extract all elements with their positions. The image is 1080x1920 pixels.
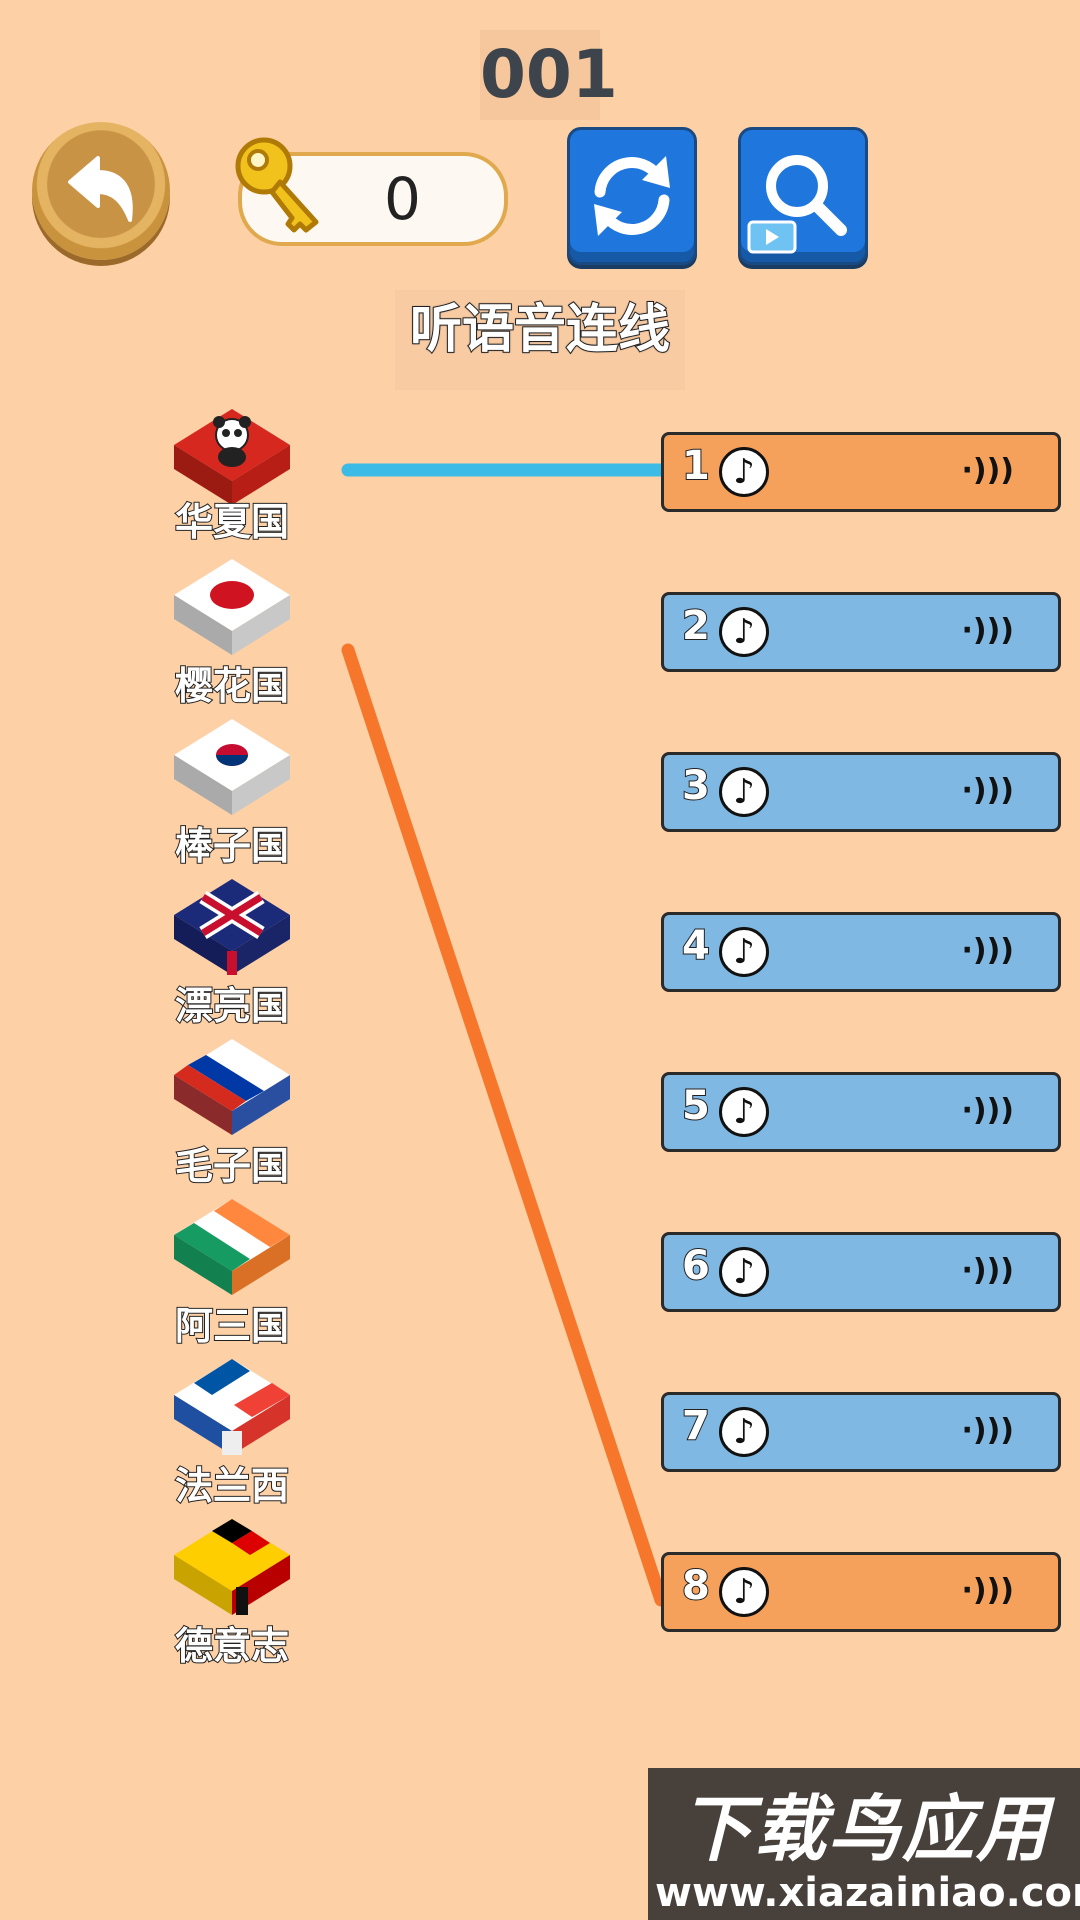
slot-number: 2	[681, 602, 711, 650]
music-note-icon: ♪	[719, 927, 769, 977]
japan-flag-icon	[174, 559, 290, 655]
country-item[interactable]: 毛子国	[170, 1035, 294, 1189]
country-label: 漂亮国	[174, 983, 290, 1029]
country-item[interactable]: 阿三国	[170, 1195, 294, 1349]
sound-slot[interactable]: 7 ♪ ·)))	[661, 1392, 1061, 1472]
back-arrow-icon	[68, 156, 133, 222]
france-flag-icon	[174, 1359, 290, 1455]
country-label: 阿三国	[174, 1303, 290, 1349]
country-item[interactable]: 棒子国	[170, 715, 294, 869]
sound-slot[interactable]: 2 ♪ ·)))	[661, 592, 1061, 672]
watermark-banner	[648, 1768, 1080, 1920]
slot-number: 6	[681, 1242, 711, 1290]
slot-number: 7	[681, 1402, 711, 1450]
slot-number: 3	[681, 762, 711, 810]
sound-slot[interactable]: 3 ♪ ·)))	[661, 752, 1061, 832]
speaker-icon[interactable]: ·)))	[961, 1253, 1014, 1288]
country-label: 毛子国	[174, 1143, 290, 1189]
slot-number: 8	[681, 1562, 711, 1610]
country-item[interactable]: 德意志	[170, 1515, 294, 1669]
slot-number: 4	[681, 922, 711, 970]
music-note-icon: ♪	[719, 447, 769, 497]
country-item[interactable]: 樱花国	[170, 555, 294, 709]
key-count: 0	[384, 165, 421, 233]
instruction-title: 听语音连线	[395, 290, 685, 390]
search-icon	[747, 155, 847, 254]
refresh-icon	[594, 156, 670, 236]
sound-slot[interactable]: 5 ♪ ·)))	[661, 1072, 1061, 1152]
country-label: 华夏国	[174, 499, 290, 545]
country-label: 樱花国	[174, 663, 290, 709]
watermark-title: 下载鸟应用	[679, 1787, 1050, 1871]
sound-slot[interactable]: 6 ♪ ·)))	[661, 1232, 1061, 1312]
refresh-button[interactable]	[567, 127, 697, 265]
music-note-icon: ♪	[719, 1567, 769, 1617]
panda-flag-icon	[174, 409, 290, 505]
speaker-icon[interactable]: ·)))	[961, 773, 1014, 808]
sound-slot[interactable]: 4 ♪ ·)))	[661, 912, 1061, 992]
speaker-icon[interactable]: ·)))	[961, 613, 1014, 648]
hint-search-button[interactable]	[738, 127, 868, 265]
uk-flag-icon	[174, 879, 290, 975]
key-icon	[235, 137, 319, 233]
back-button[interactable]	[32, 122, 170, 260]
music-note-icon: ♪	[719, 1407, 769, 1457]
germany-flag-icon	[174, 1519, 290, 1615]
country-label: 法兰西	[174, 1463, 290, 1509]
music-note-icon: ♪	[719, 607, 769, 657]
country-label: 棒子国	[174, 823, 290, 869]
korea-flag-icon	[174, 719, 290, 815]
speaker-icon[interactable]: ·)))	[961, 1413, 1014, 1448]
slot-number: 5	[681, 1082, 711, 1130]
russia-flag-icon	[174, 1039, 290, 1135]
speaker-icon[interactable]: ·)))	[961, 933, 1014, 968]
slot-number: 1	[681, 442, 711, 490]
speaker-icon[interactable]: ·)))	[961, 1573, 1014, 1608]
country-label: 德意志	[174, 1623, 290, 1669]
speaker-icon[interactable]: ·)))	[961, 1093, 1014, 1128]
level-number: 001	[480, 30, 618, 120]
connection-line-2	[341, 643, 668, 1607]
music-note-icon: ♪	[719, 1087, 769, 1137]
sound-slot[interactable]: 8 ♪ ·)))	[661, 1552, 1061, 1632]
country-item[interactable]: 漂亮国	[170, 875, 294, 1029]
speaker-icon[interactable]: ·)))	[961, 453, 1014, 488]
country-item[interactable]: 法兰西	[170, 1355, 294, 1509]
ireland-flag-icon	[174, 1199, 290, 1295]
watermark-url: www.xiazainiao.com	[655, 1870, 1080, 1916]
sound-slot[interactable]: 1 ♪ ·)))	[661, 432, 1061, 512]
country-item[interactable]: 华夏国	[170, 405, 294, 545]
music-note-icon: ♪	[719, 1247, 769, 1297]
music-note-icon: ♪	[719, 767, 769, 817]
